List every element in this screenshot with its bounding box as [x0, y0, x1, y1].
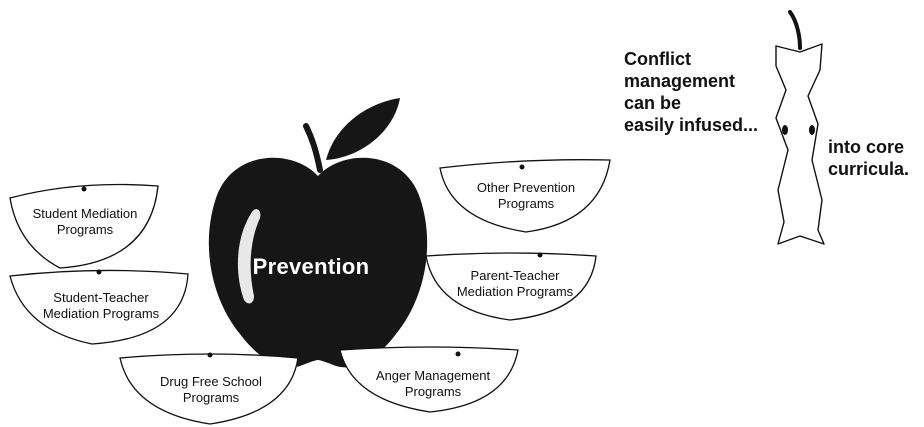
callout-left-text: Conflict management can be easily infuse… [624, 48, 774, 136]
program-card-shape-3 [119, 352, 299, 425]
callout-line: management [624, 71, 736, 91]
program-line: Parent-Teacher [470, 268, 560, 283]
program-card-shape-2 [9, 269, 189, 345]
callout-right-text: into core curricula. [828, 136, 922, 180]
program-label-other-prevention: Other Prevention Programs [456, 180, 596, 212]
apple-body [208, 157, 428, 368]
program-line: Other Prevention [476, 180, 576, 195]
apple-highlight [237, 209, 261, 304]
program-label-parent-teacher: Parent-Teacher Mediation Programs [440, 268, 590, 300]
callout-line: Conflict [624, 49, 691, 69]
apple-shape [208, 98, 428, 368]
program-label-student-teacher: Student-Teacher Mediation Programs [20, 290, 182, 322]
apple-leaf [326, 98, 400, 160]
program-line: Programs [182, 390, 240, 405]
program-card-shape-4 [339, 346, 519, 413]
program-line: Drug Free School [160, 374, 262, 389]
program-line: Student-Teacher [53, 290, 149, 305]
callout-line: curricula. [828, 159, 910, 179]
program-line: Mediation Programs [42, 306, 160, 321]
program-label-drug-free-school: Drug Free School Programs [136, 374, 286, 406]
callout-line: into core [828, 137, 905, 157]
center-label: Prevention [252, 254, 370, 279]
program-line: Programs [404, 384, 462, 399]
apple-stem [303, 123, 323, 173]
program-label-anger-management: Anger Management Programs [356, 368, 510, 400]
callout-line: can be [624, 93, 682, 113]
program-card-shape-1 [9, 183, 159, 269]
apple-core-icon [775, 10, 825, 245]
program-line: Programs [497, 196, 555, 211]
callout-line: easily infused... [624, 115, 759, 135]
program-card-shape-5 [425, 252, 597, 321]
program-line: Programs [56, 222, 114, 237]
program-line: Mediation Programs [456, 284, 574, 299]
program-line: Anger Management [375, 368, 491, 383]
program-card-shape-6 [439, 159, 611, 233]
program-line: Student Mediation [32, 206, 138, 221]
program-label-student-mediation: Student Mediation Programs [20, 206, 150, 238]
